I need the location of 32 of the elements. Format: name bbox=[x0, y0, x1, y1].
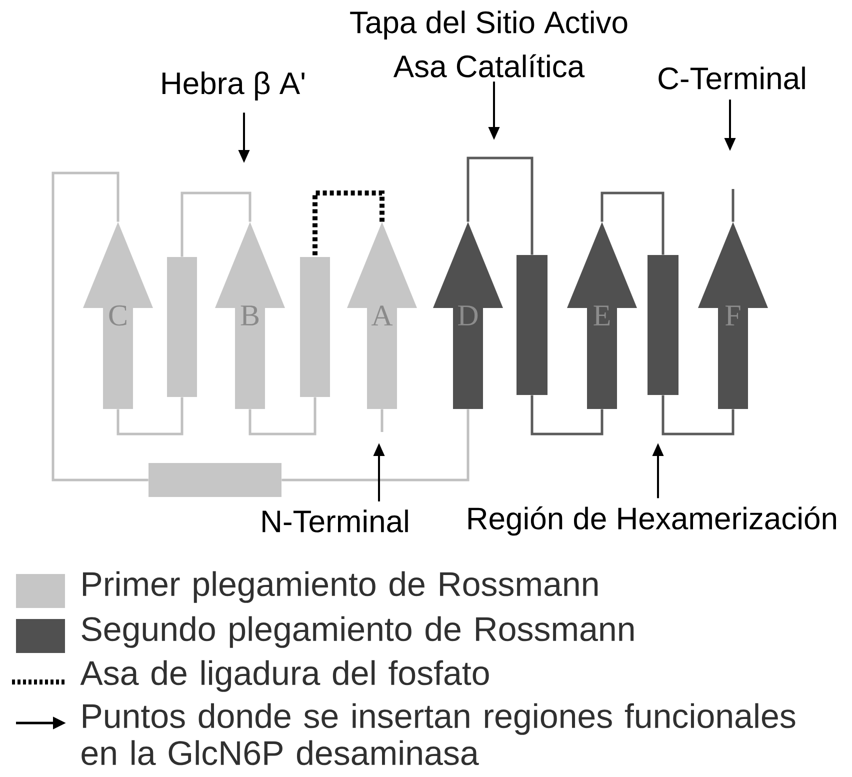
label-text: C-Terminal bbox=[658, 66, 805, 90]
label-text: Tapa del Sitio Activo Asa Catalítica bbox=[350, 10, 628, 78]
label-text: Hebra β A' bbox=[162, 72, 304, 100]
helix-bar bbox=[300, 257, 330, 397]
beta-strand: D bbox=[433, 222, 503, 409]
loop-line bbox=[180, 192, 252, 257]
beta-strand: E bbox=[567, 222, 637, 409]
loop-line bbox=[312, 190, 384, 257]
beta-strand: F bbox=[698, 222, 768, 409]
loop-line bbox=[600, 192, 664, 255]
helix-bar bbox=[648, 255, 678, 395]
label-text: N-Terminal bbox=[262, 510, 408, 532]
legend-text: Primer plegamiento de Rossmann bbox=[83, 571, 598, 603]
beta-strand: C bbox=[83, 222, 153, 409]
loop-line bbox=[380, 409, 384, 432]
legend-text: Puntos donde se insertan regiones funcionales en la GlcN6P desaminasa bbox=[82, 703, 796, 766]
helix-bar bbox=[516, 255, 548, 395]
label-text: Región de Hexamerización bbox=[468, 506, 836, 536]
legend-text: Asa de ligadura del fosfato bbox=[80, 660, 489, 692]
loop-line bbox=[732, 189, 734, 222]
beta-strand: B bbox=[215, 222, 285, 409]
legend-text: Segundo plegamiento de Rossmann bbox=[82, 616, 634, 648]
loop-line bbox=[52, 172, 148, 482]
loop-line bbox=[466, 156, 534, 255]
loop-line bbox=[282, 409, 470, 482]
helix-bar bbox=[167, 257, 197, 397]
loop-line bbox=[248, 397, 316, 436]
beta-strand: A bbox=[347, 222, 417, 409]
helix-bar bbox=[148, 463, 282, 497]
loop-line bbox=[530, 395, 604, 436]
loop-line bbox=[116, 397, 184, 436]
loop-line bbox=[662, 395, 734, 436]
